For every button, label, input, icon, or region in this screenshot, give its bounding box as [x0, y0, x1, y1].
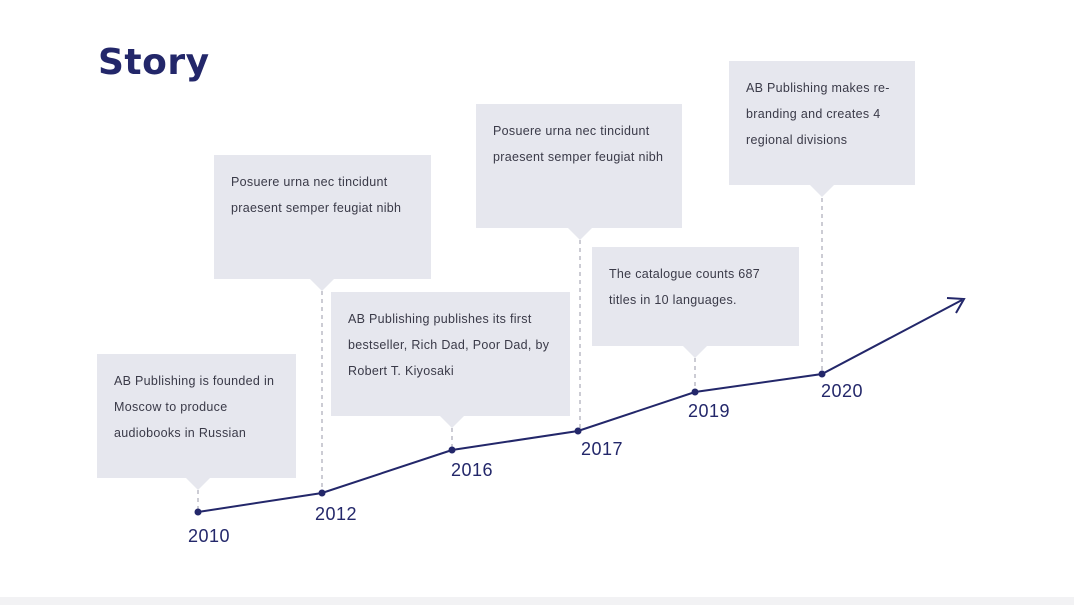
year-label-2016: 2016 [451, 460, 494, 480]
milestone-card-2017: Posuere urna nec tincidunt praesent semp… [476, 104, 682, 228]
milestone-text: Posuere urna nec tincidunt praesent semp… [493, 124, 664, 164]
timeline-points [194, 370, 826, 516]
point-2017 [574, 427, 582, 435]
year-label-2017: 2017 [581, 439, 624, 459]
point-2016 [448, 446, 456, 454]
page-title: Story [98, 42, 210, 83]
point-2019 [691, 388, 699, 396]
connector-lines [197, 198, 823, 510]
milestone-card-2019: The catalogue counts 687 titles in 10 la… [592, 247, 799, 346]
milestone-text: AB Publishing publishes its first bestse… [348, 312, 550, 378]
milestone-text: Posuere urna nec tincidunt praesent semp… [231, 175, 402, 215]
year-label-2012: 2012 [315, 504, 358, 524]
year-label-2010: 2010 [188, 526, 231, 546]
year-label-2019: 2019 [688, 401, 731, 421]
milestone-card-2012: Posuere urna nec tincidunt praesent semp… [214, 155, 431, 279]
point-2020 [818, 370, 826, 378]
milestone-text: AB Publishing is founded in Moscow to pr… [114, 374, 275, 440]
milestone-text: AB Publishing makes re-branding and crea… [746, 81, 890, 147]
point-2012 [318, 489, 326, 497]
milestone-text: The catalogue counts 687 titles in 10 la… [609, 267, 761, 307]
point-2010 [194, 508, 202, 516]
milestone-card-2016: AB Publishing publishes its first bestse… [331, 292, 570, 416]
arrow-head-icon [946, 297, 966, 314]
milestone-card-2020: AB Publishing makes re-branding and crea… [729, 61, 915, 185]
year-label-2020: 2020 [821, 381, 864, 401]
milestone-card-2010: AB Publishing is founded in Moscow to pr… [97, 354, 296, 478]
